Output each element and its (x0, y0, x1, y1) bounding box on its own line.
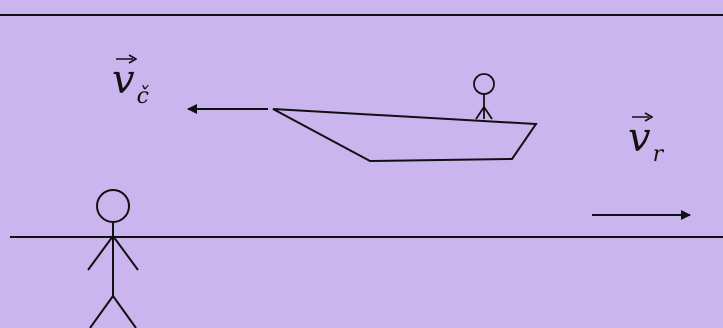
vector-arrow-icon (632, 112, 653, 122)
vector-arrow-icon (116, 54, 137, 64)
boat-velocity-subscript: č (136, 84, 149, 109)
shore-observer (87, 189, 139, 328)
boat-hull (272, 108, 538, 163)
boat-passenger (473, 73, 495, 120)
river-velocity-subscript: r (652, 142, 664, 167)
river-velocity-label: vr (628, 112, 663, 166)
boat-velocity-symbol: v (112, 57, 135, 103)
river-velocity-symbol: v (628, 115, 651, 161)
boat-velocity-label: vč (112, 54, 149, 108)
